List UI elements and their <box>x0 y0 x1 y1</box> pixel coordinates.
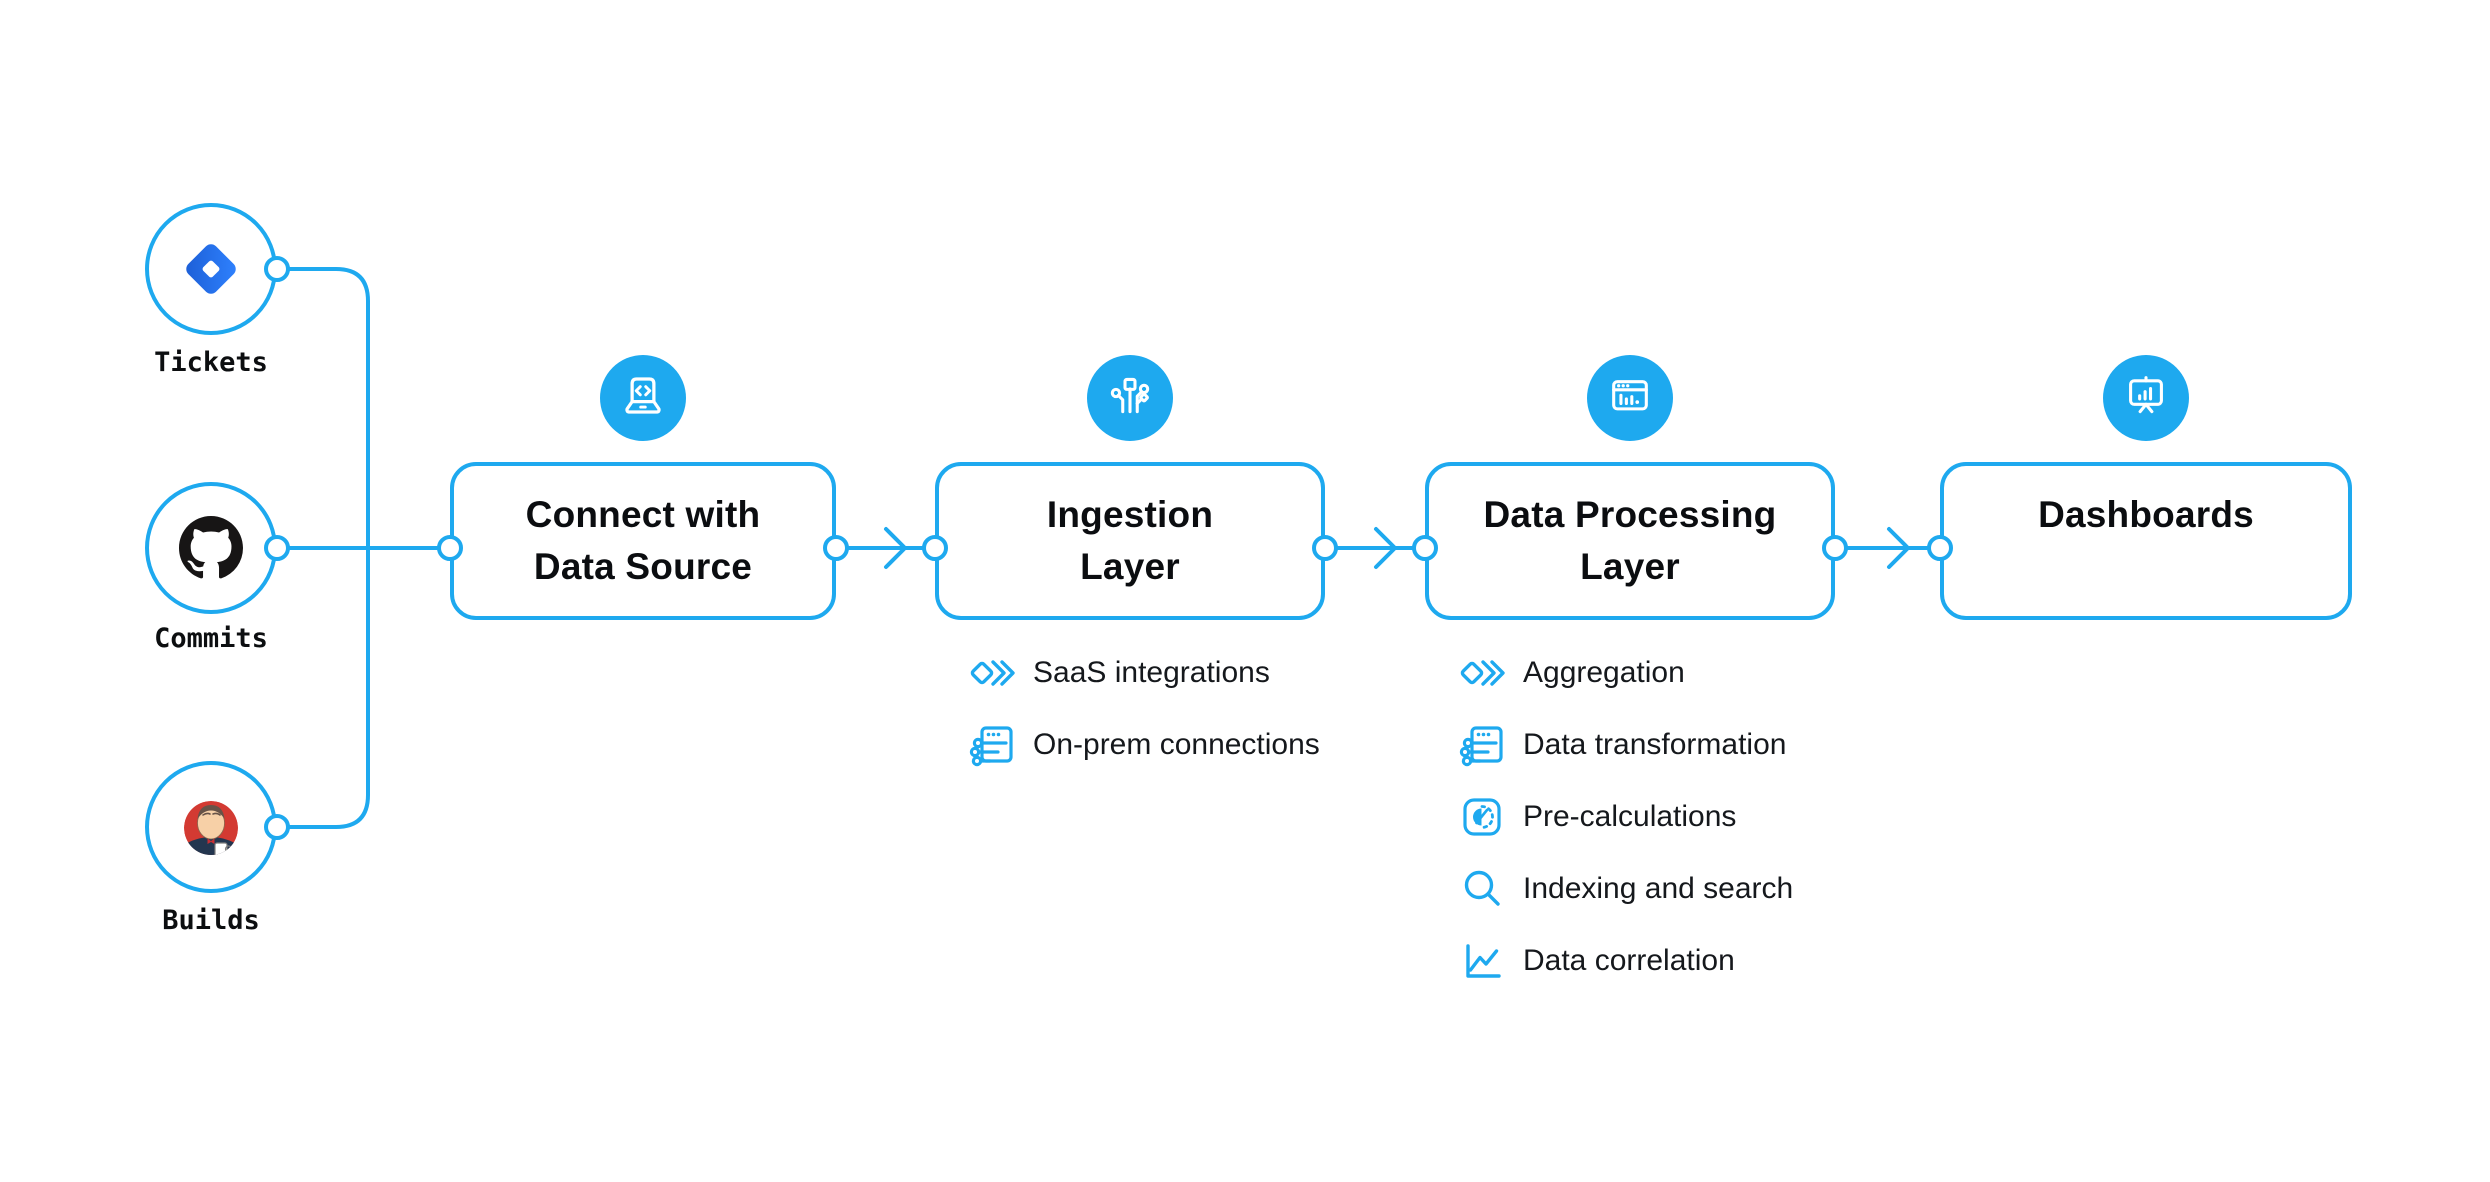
list-item-label: On-prem connections <box>1033 728 1320 761</box>
list-item: Data transformation <box>1458 721 1793 769</box>
stage-title-line: Ingestion <box>1046 494 1214 535</box>
list-item-label: Pre-calculations <box>1523 800 1737 833</box>
presentation-chart-icon <box>2129 376 2163 414</box>
source-node-commits <box>145 482 277 614</box>
stage-title-line: Data Processing <box>1483 494 1777 535</box>
jenkins-icon <box>184 801 238 855</box>
list-item: SaaS integrations <box>968 649 1320 697</box>
github-icon <box>179 516 243 579</box>
window-sliders-icon <box>1458 721 1506 769</box>
jira-icon <box>186 244 236 294</box>
stage-title-line: Connect with <box>525 494 761 535</box>
browser-chart-icon <box>1612 380 1648 411</box>
line-chart-icon <box>1458 937 1506 985</box>
list-item: Data correlation <box>1458 937 1793 985</box>
source-node-tickets <box>145 203 277 335</box>
stage-box-connect-data-source: Connect with Data Source <box>450 462 836 620</box>
stage-title: Ingestion Layer <box>1047 489 1213 593</box>
source-label-commits: Commits <box>154 623 268 654</box>
list-item: Indexing and search <box>1458 865 1793 913</box>
stage-box-ingestion-layer: Ingestion Layer <box>935 462 1325 620</box>
source-label-builds: Builds <box>162 905 260 936</box>
stage-title-line: Layer <box>1580 546 1680 587</box>
stage2-badge <box>1087 355 1173 441</box>
stacked-diamonds-icon <box>1458 649 1506 697</box>
ingestion-feature-list: SaaS integrations On-prem connections <box>968 649 1320 769</box>
stacked-diamonds-icon <box>968 649 1016 697</box>
stage-title: Connect with Data Source <box>526 489 761 593</box>
search-icon <box>1458 865 1506 913</box>
stage-title: Dashboards <box>2038 489 2254 593</box>
stage-title-line: Data Source <box>533 546 753 587</box>
stage-title-line: Dashboards <box>2038 494 2254 535</box>
arrowhead-icon <box>884 527 907 569</box>
stage-title: Data Processing Layer <box>1484 489 1777 593</box>
list-item-label: Aggregation <box>1523 656 1685 689</box>
stage-box-data-processing-layer: Data Processing Layer <box>1425 462 1835 620</box>
list-item-label: Data correlation <box>1523 944 1735 977</box>
list-item: On-prem connections <box>968 721 1320 769</box>
stage4-badge <box>2103 355 2189 441</box>
source-label-tickets: Tickets <box>154 347 268 378</box>
stage-box-dashboards: Dashboards <box>1940 462 2352 620</box>
list-item-label: Data transformation <box>1523 728 1787 761</box>
processing-feature-list: Aggregation Data transformation Pre-calc… <box>1458 649 1793 985</box>
list-item-label: SaaS integrations <box>1033 656 1270 689</box>
window-sliders-icon <box>968 721 1016 769</box>
source-node-builds <box>145 761 277 893</box>
arrowhead-icon <box>1374 527 1397 569</box>
list-item: Pre-calculations <box>1458 793 1793 841</box>
list-item: Aggregation <box>1458 649 1793 697</box>
laptop-code-icon <box>625 377 661 414</box>
stage-title-line: Layer <box>1080 546 1180 587</box>
source-merge-line <box>288 267 370 829</box>
stage3-badge <box>1587 355 1673 441</box>
stage1-badge <box>600 355 686 441</box>
list-item-label: Indexing and search <box>1523 872 1794 905</box>
circuit-branches-icon <box>1110 377 1150 414</box>
arrowhead-icon <box>1887 527 1910 569</box>
gauge-icon <box>1458 793 1506 841</box>
